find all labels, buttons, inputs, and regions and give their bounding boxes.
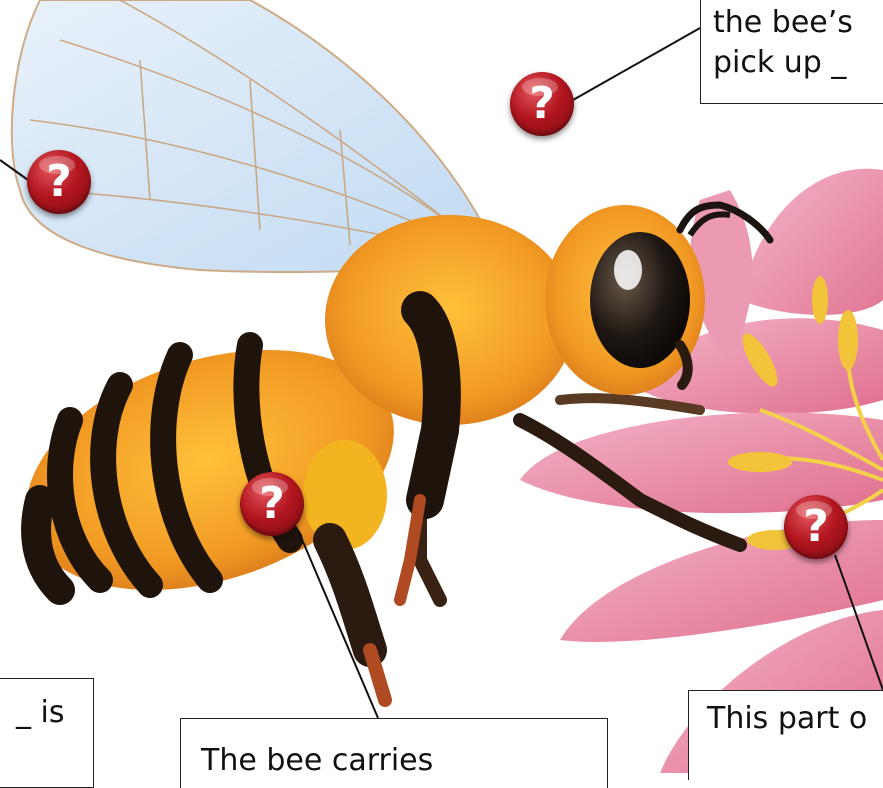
wing-question-icon[interactable]: ?	[27, 150, 91, 214]
eye	[590, 232, 690, 368]
petal	[740, 169, 883, 315]
top-question-icon[interactable]: ?	[510, 72, 574, 136]
callout-bottom-center: The bee carries	[180, 718, 608, 788]
callout-top-right-line2: pick up _	[713, 43, 883, 83]
callout-bottom-left-text: _ is	[16, 695, 65, 730]
callout-top-right: the bee’s pick up _	[700, 0, 883, 104]
callout-bottom-right-text: This part o	[707, 701, 867, 736]
callout-bottom-right: This part o	[688, 690, 883, 780]
callout-top-right-line1: the bee’s	[713, 3, 883, 43]
callout-bottom-left: _ is	[0, 678, 94, 788]
leg-question-icon[interactable]: ?	[240, 472, 304, 536]
flower-question-icon[interactable]: ?	[784, 495, 848, 559]
